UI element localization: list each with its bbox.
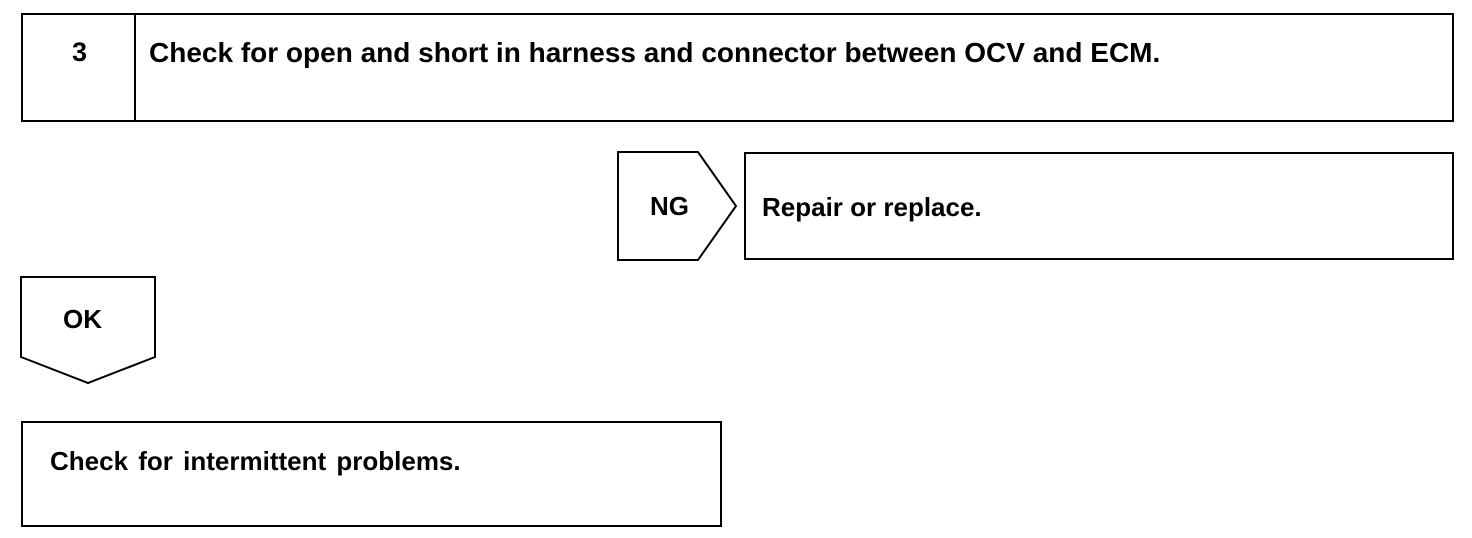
ng-arrow bbox=[617, 151, 738, 261]
ok-arrow-shape bbox=[20, 276, 156, 385]
ok-result-box: Check for intermittent problems. bbox=[21, 421, 722, 527]
step-number: 3 bbox=[71, 37, 88, 67]
step-title: Check for open and short in harness and … bbox=[149, 37, 1161, 68]
ng-result-box: Repair or replace. bbox=[744, 152, 1454, 260]
ok-arrow bbox=[20, 276, 156, 385]
ng-result-text: Repair or replace. bbox=[762, 192, 982, 222]
ok-label: OK bbox=[63, 304, 102, 334]
ng-label: NG bbox=[650, 191, 689, 221]
ng-arrow-shape bbox=[617, 151, 738, 261]
step-number-cell: 3 bbox=[23, 15, 136, 120]
ok-result-text: Check for intermittent problems. bbox=[50, 446, 461, 476]
step-box: 3 Check for open and short in harness an… bbox=[21, 13, 1454, 122]
